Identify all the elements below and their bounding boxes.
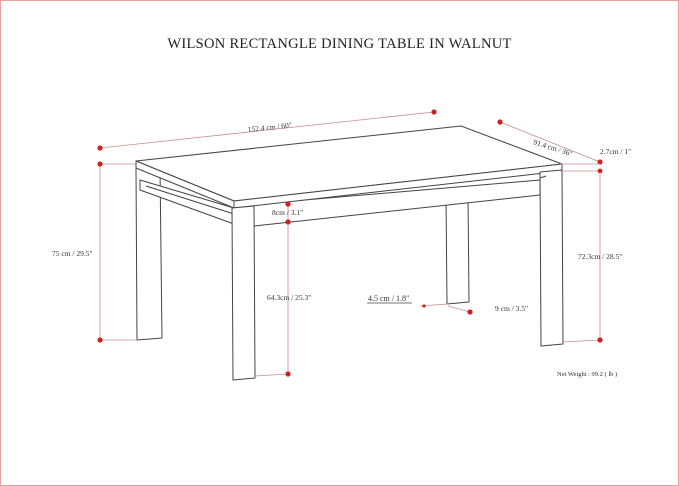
back-right-leg	[445, 195, 470, 305]
front-right-leg	[539, 169, 564, 347]
overall-height-label: 75 cm / 29.5"	[52, 249, 93, 258]
leg-width-label: 9 cm / 3.5"	[495, 304, 528, 313]
height-below-top-label: 72.3cm / 28.5"	[578, 252, 622, 261]
length-label: 152.4 cm / 60"	[247, 120, 292, 134]
dimension-lines	[97, 109, 603, 377]
page-title: WILSON RECTANGLE DINING TABLE IN WALNUT	[167, 36, 512, 52]
front-left-leg	[231, 205, 256, 381]
top-thickness-label: 2.7cm / 1"	[600, 147, 631, 156]
net-weight-label: Net Weight : 99.2 ( lb )	[557, 371, 617, 378]
leg-thickness-label: 4.5 cm / 1.8"	[368, 294, 409, 303]
apron-height-label: 8cm / 3.1"	[272, 208, 303, 217]
leg-height-label: 64.3cm / 25.3"	[267, 293, 311, 302]
table-outline	[135, 125, 564, 381]
